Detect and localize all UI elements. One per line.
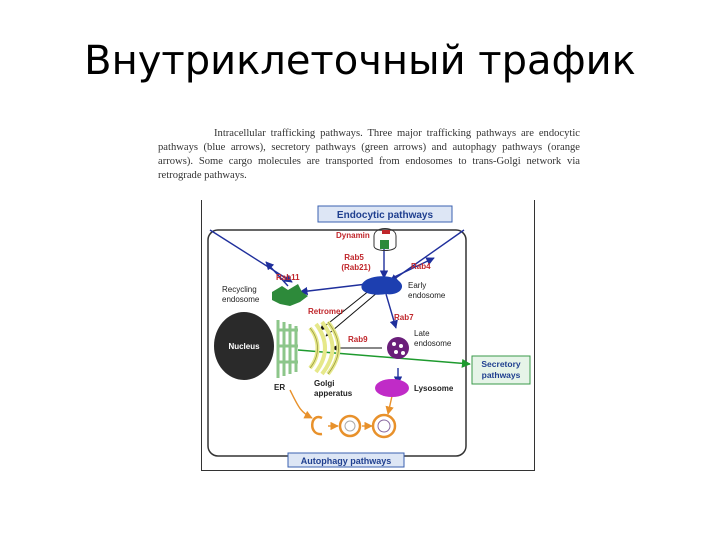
er-label: ER [274,383,285,392]
golgi-label-1: Golgi [314,379,334,388]
nucleus-label: Nucleus [228,342,260,351]
secretory-pathways-box [471,355,531,385]
phagophore-icon [311,415,323,436]
late-endosome-label-2: endosome [414,339,452,348]
recycling-endosome-label-2: endosome [222,295,260,304]
lysosome-shape [375,379,409,397]
rab21-label: (Rab21) [341,263,371,272]
er-shape [276,320,298,378]
autophagy-pathways-label: Autophagy pathways [301,456,392,466]
endocytic-pathways-box [317,205,453,223]
late-endosome-label-1: Late [414,329,430,338]
figure-frame: Endocytic pathways Secretory pathways Au… [201,200,535,471]
autophagosome-icon [338,414,362,438]
endocytic-arrow-rab11 [299,283,368,296]
dynamin-vesicle-icon [373,228,397,251]
autophagy-arrow-lysosome [385,395,394,415]
dynamin-cargo-icon [380,240,389,249]
trafficking-diagram: Endocytic pathways Secretory pathways Au… [207,205,531,468]
autophagosome-inner-icon [344,420,356,432]
late-endosome-vesicle-icon [394,350,398,354]
autophagy-arrow-er [289,389,313,419]
autophagy-pathways-box [287,452,405,468]
autolysosome-inner-icon [377,419,391,433]
late-endosome-vesicle-icon [399,344,403,348]
endocytic-arrow-rab4 [387,257,435,281]
secretory-pathways-label-1: Secretory [481,359,520,369]
golgi-label-2: apperatus [314,389,353,398]
golgi-outline [309,321,339,375]
early-endosome-label-2: endosome [408,291,446,300]
late-endosome-vesicle-icon [392,342,396,346]
endocytic-arrow-rab7 [385,293,398,329]
rab4-label: Rab4 [411,262,431,271]
endocytic-pathways-label: Endocytic pathways [337,210,434,221]
late-endosome-vesicle-icon [401,351,405,355]
late-endosome-shape [387,337,409,359]
lysosome-label: Lysosome [414,384,454,393]
rab7-label: Rab7 [394,313,414,322]
early-endosome-shape [361,276,403,295]
secretory-pathways-label-2: pathways [482,370,521,380]
autolysosome-icon [371,413,397,439]
recycling-endosome-shape [272,284,308,306]
rab5-label: Rab5 [344,253,364,262]
endocytic-arrow-left [209,229,293,283]
rab9-label: Rab9 [348,335,368,344]
golgi-shape [308,320,341,376]
slide-title: Внутриклеточный трафик [84,38,636,84]
dynamin-label: Dynamin [336,231,370,240]
nucleus-shape [214,312,274,380]
figure-caption: Intracellular trafficking pathways. Thre… [158,128,580,181]
rab11-label: Rab11 [276,273,300,282]
retromer-label: Retromer [308,307,344,316]
dynamin-cap-icon [382,230,390,234]
early-endosome-label-1: Early [408,281,426,290]
recycling-endosome-label-1: Recycling [222,285,257,294]
endocytic-arrow-recycle-up [265,261,289,287]
